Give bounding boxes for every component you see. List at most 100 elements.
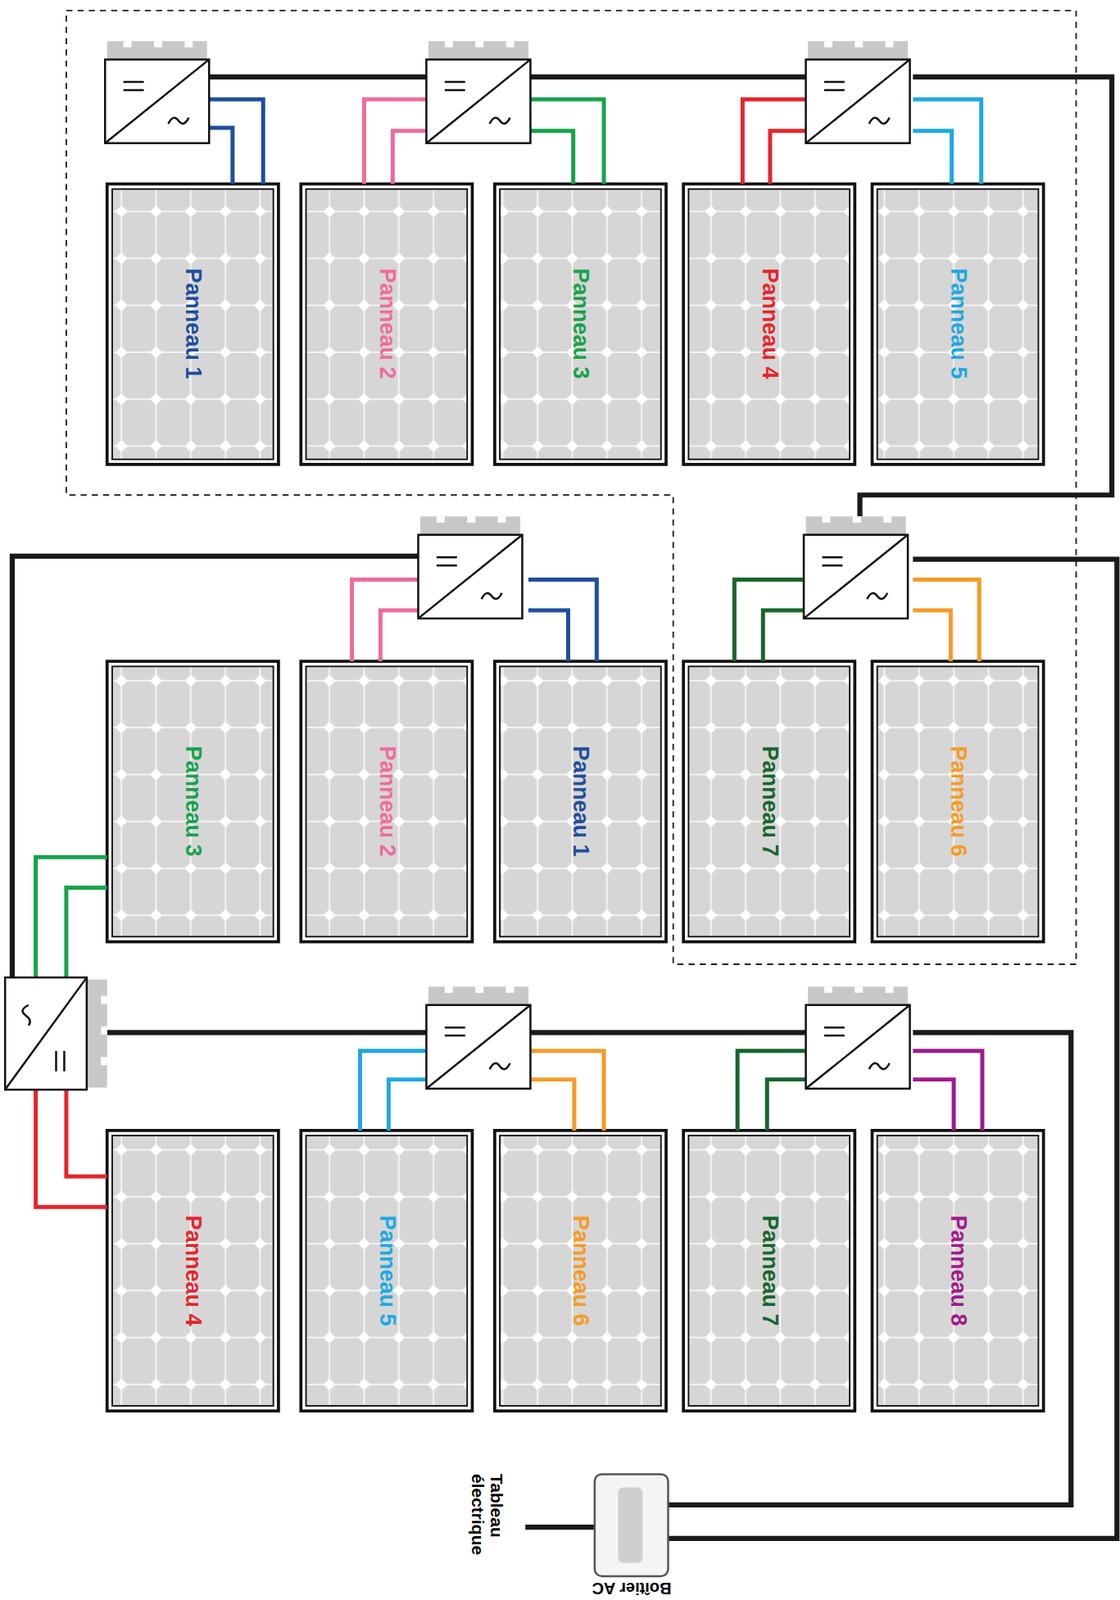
panel-label: Panneau 1 [569, 745, 592, 857]
heatsink [86, 979, 108, 1089]
inverter-box [104, 59, 209, 144]
micro-inverter [417, 516, 522, 618]
micro-inverter [426, 40, 531, 143]
panel-cells [499, 666, 662, 937]
panel-frame [494, 661, 667, 942]
dc-symbol [55, 1051, 64, 1072]
solar-panel: Panneau 2 [300, 183, 472, 464]
micro-inverter [4, 977, 107, 1090]
dc-wire [912, 131, 952, 185]
micro-inverter [806, 986, 911, 1089]
solar-panel: Panneau 6 [871, 661, 1043, 942]
panel-frame [683, 1130, 855, 1411]
panel-cells [499, 189, 662, 460]
panel-cells [112, 1135, 274, 1406]
heatsink-notch [475, 40, 484, 47]
heatsink-notch [885, 40, 894, 47]
panel-frame [300, 1130, 472, 1411]
panel-cells [305, 189, 468, 460]
dc-wire [359, 1051, 427, 1131]
panel-frame [107, 661, 279, 942]
panel-label: Panneau 3 [181, 745, 205, 857]
ac-symbol [22, 1005, 31, 1026]
solar-panel: Panneau 7 [683, 1129, 855, 1411]
panel-frame [494, 1130, 667, 1411]
panel-frame [494, 184, 667, 465]
dc-wire [912, 580, 980, 663]
heatsink [806, 516, 907, 535]
solar-panel: Panneau 1 [107, 183, 279, 464]
panel-label: Panneau 6 [569, 1215, 592, 1326]
inverter-diagonal [803, 535, 908, 619]
panel-label: Panneau 6 [947, 745, 970, 857]
dc-wire [742, 99, 806, 184]
panel-cells [877, 666, 1039, 937]
panel-label: Panneau 2 [375, 268, 398, 380]
dc-wire [912, 1079, 954, 1131]
ac-cable [530, 74, 806, 80]
panel-cells [688, 1135, 850, 1406]
dc-wire [770, 131, 807, 185]
panel-cells [112, 666, 274, 937]
panel-label: Panneau 3 [569, 268, 592, 380]
solar-panel: Panneau 1 [494, 661, 667, 942]
ac-cable [667, 1032, 1071, 1505]
dc-wire [66, 1089, 108, 1177]
heatsink-notch [444, 986, 454, 993]
inverter-box [426, 1005, 531, 1089]
inverter-box [4, 977, 87, 1090]
ac-cable [12, 556, 419, 978]
inverter-box [806, 59, 911, 144]
ac-symbol [167, 117, 189, 124]
heatsink-notch [852, 516, 862, 522]
heatsink-notch [883, 516, 892, 522]
heatsink-notch [506, 40, 515, 47]
heatsink [428, 986, 529, 1005]
micro-inverter [803, 516, 908, 618]
box-label: Boîtier AC [591, 1580, 672, 1597]
dc-wire [528, 580, 597, 663]
dc-wire [530, 1051, 604, 1131]
heatsink-notch [854, 40, 863, 47]
ac-cable [107, 1029, 427, 1035]
panel-frame [300, 661, 472, 942]
heatsink-notch [436, 516, 445, 522]
ac-cable [530, 1029, 806, 1035]
dc-wire [912, 1051, 983, 1131]
panel-cells [877, 189, 1039, 460]
micro-inverter [426, 986, 531, 1089]
dc-wire [530, 131, 573, 185]
dc-wire [208, 127, 233, 184]
micro-inverter [806, 40, 911, 143]
inverter-box [417, 535, 522, 619]
dc-wire [208, 99, 263, 184]
panel-cells [877, 1135, 1039, 1406]
ac-symbol [866, 593, 888, 599]
dc-symbol [123, 81, 145, 91]
dc-wire [912, 610, 951, 662]
dc-wire [530, 1079, 575, 1131]
heatsink-notch [824, 986, 833, 993]
dc-symbol [824, 1027, 845, 1036]
ac-cable [667, 559, 1117, 1539]
ac-symbol [869, 1063, 890, 1070]
inverter-box [803, 535, 908, 619]
panel-label: Panneau 7 [757, 745, 780, 857]
solar-panel: Panneau 3 [494, 183, 667, 464]
panel-frame [871, 1130, 1043, 1411]
dc-wire [36, 1089, 108, 1207]
heatsink [107, 40, 208, 59]
heatsink-notch [184, 40, 193, 47]
panel-frame [107, 184, 279, 465]
heatsink-notch [854, 986, 863, 993]
heatsink-notch [100, 1056, 107, 1066]
dc-wire [363, 99, 427, 184]
inverters [4, 40, 910, 1090]
heatsink-notch [123, 40, 132, 47]
heatsink [807, 40, 908, 59]
inverter-diagonal [806, 59, 911, 144]
ac-symbol [489, 1063, 511, 1070]
inverter-diagonal [426, 1005, 531, 1089]
ac-symbol [869, 117, 890, 124]
dc-symbol [824, 81, 845, 91]
